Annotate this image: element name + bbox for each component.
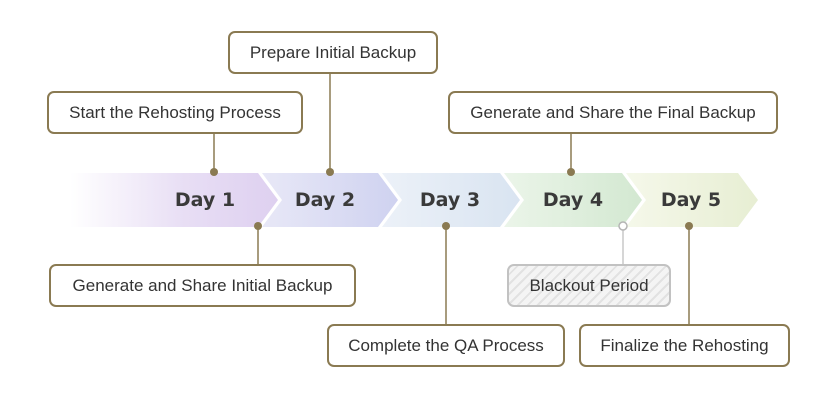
day-1-label: Day 1: [174, 189, 236, 211]
task-prepare-initial-backup: Prepare Initial Backup: [228, 31, 438, 74]
day-4-chevron: [504, 173, 642, 227]
day-5-chevron: [626, 173, 758, 227]
connector-dot-prepare-initial-backup: [326, 168, 334, 176]
day-2-chevron: [262, 173, 398, 227]
day-4-label: Day 4: [542, 189, 604, 211]
task-generate-share-initial-backup: Generate and Share Initial Backup: [49, 264, 356, 307]
connector-dot-start-rehosting: [210, 168, 218, 176]
connector-dot-complete-qa: [442, 222, 450, 230]
connector-dot-generate-initial-backup: [254, 222, 262, 230]
day-2-label: Day 2: [294, 189, 356, 211]
day-3-chevron: [382, 173, 520, 227]
day-1-chevron: [70, 173, 278, 227]
connector-dot-blackout: [618, 221, 628, 231]
connector-dot-finalize: [685, 222, 693, 230]
day-5-label: Day 5: [660, 189, 722, 211]
task-finalize-rehosting: Finalize the Rehosting: [579, 324, 790, 367]
task-blackout-period: Blackout Period: [507, 264, 671, 307]
connector-dot-generate-final-backup: [567, 168, 575, 176]
day-3-label: Day 3: [419, 189, 481, 211]
task-complete-qa: Complete the QA Process: [327, 324, 565, 367]
task-start-rehosting: Start the Rehosting Process: [47, 91, 303, 134]
task-generate-share-final-backup: Generate and Share the Final Backup: [448, 91, 778, 134]
